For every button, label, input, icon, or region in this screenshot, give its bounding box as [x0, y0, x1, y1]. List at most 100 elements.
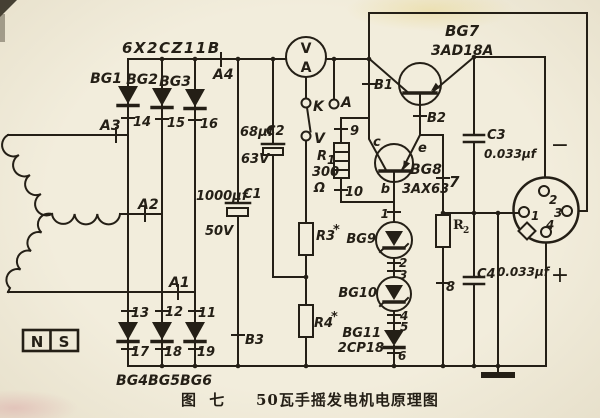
terminal-2-label: 2 [399, 256, 407, 270]
caption-figure-number: 图 七 [181, 391, 228, 409]
c2-name-label: C2 [266, 124, 285, 139]
contact-v [300, 130, 312, 142]
r1-lead-wires [340, 117, 395, 203]
meter-amp-label: A [301, 60, 312, 76]
bg8-pin-e-label: e [418, 141, 427, 156]
contact-a-label: A [340, 95, 352, 111]
magnet-s-label: S [59, 333, 70, 351]
r1-unit-label: Ω [313, 181, 325, 196]
c2-branch-wire [272, 58, 307, 278]
diode-bg3 [185, 89, 205, 107]
terminal-13-label: 13 [131, 306, 149, 321]
r1-name-label: R [317, 149, 327, 164]
c4-value-label: 0.033μf [497, 265, 551, 279]
c3-value-label: 0.033μf [484, 147, 538, 161]
emitter-to-r2-wire [419, 134, 444, 216]
terminal-1-label: 1 [381, 207, 389, 221]
r1-value-label: 300 [312, 165, 339, 180]
diode-bg5 [152, 322, 172, 340]
bg7-type-label: 3AD18A [431, 43, 494, 59]
terminal-11-label: 11 [198, 306, 216, 321]
c1-name-label: C1 [243, 187, 262, 202]
bg1-label: BG1 [90, 71, 122, 87]
zener-bg10-triangle [385, 285, 403, 300]
terminal-10-label: 10 [345, 185, 363, 200]
contact-k-label: K [313, 99, 325, 115]
c4-name-label: C4 [477, 267, 496, 282]
bg8-type-label: 3AX63 [402, 182, 449, 197]
capacitors [224, 133, 486, 286]
tap-a2-label: A2 [137, 197, 159, 213]
cap-c3-plates [462, 133, 486, 144]
stator-coil-1 [1, 133, 54, 217]
bg8-emitter-arrow [403, 160, 411, 170]
bg7-name-label: BG7 [445, 22, 480, 40]
scan-corner-artifact [0, 0, 17, 17]
polarity-plus-label: + [551, 263, 569, 288]
terminal-18-label: 18 [164, 345, 182, 360]
diode-bg1 [118, 86, 138, 104]
c1-voltage-label: 50V [205, 224, 234, 239]
c3-name-label: C3 [487, 128, 506, 143]
terminal-15-label: 15 [167, 116, 185, 131]
tap-a3-label: A3 [99, 118, 121, 134]
diode-bg11-triangle [384, 330, 404, 346]
bg8-pin-b-label: b [381, 182, 390, 197]
resistors [298, 142, 451, 338]
ticks-b3-b1-b2 [231, 83, 427, 336]
connector-pin3-label: 3 [554, 206, 562, 220]
contact-a [328, 98, 340, 110]
selector-lever [305, 106, 312, 133]
bg7-collector-lead [367, 57, 410, 94]
ticks-14-15-16 [121, 117, 202, 121]
tap-a1-label: A1 [168, 275, 190, 291]
connector-pin4-label: 4 [545, 218, 554, 232]
meter-volt-label: V [301, 41, 312, 57]
ground-icon [481, 372, 515, 378]
bus-b3-label: B3 [245, 333, 264, 348]
scan-edge-smudge [0, 14, 5, 42]
labels: 6X2CZ11B BG1 BG2 BG3 14 15 16 A4 A3 A2 A… [31, 22, 570, 409]
diode-bank-type-label: 6X2CZ11B [122, 39, 221, 57]
contact-k [300, 97, 312, 109]
bus-b1-label: B1 [374, 78, 393, 93]
connector-keyway [517, 221, 537, 241]
connector-pin2-label: 2 [549, 193, 557, 207]
bg2-label: BG2 [126, 72, 158, 88]
zener-bg10-tails [378, 296, 410, 308]
r2-name-label: R [453, 218, 464, 233]
volt-amp-meter-body [285, 36, 327, 78]
terminal-ticks [115, 52, 450, 354]
junction-dots [159, 54, 501, 369]
terminal-8-label: 8 [446, 280, 455, 295]
r4-star-label: * [331, 310, 338, 325]
ticks-9-10 [334, 128, 348, 191]
stator-coil-2 [50, 212, 122, 226]
resistor-r4-body [298, 304, 314, 338]
bg3-label: BG3 [159, 74, 191, 90]
terminal-3-label: 3 [399, 268, 407, 282]
zener-bg9-triangle [385, 231, 403, 246]
bg11-type-label: 2CP18 [338, 341, 384, 356]
r3-star-label: * [333, 223, 340, 238]
connector-pin2-hole [538, 185, 550, 197]
ticks-7-8 [436, 177, 450, 284]
terminal-5-label: 5 [400, 320, 408, 334]
component-leads [305, 55, 520, 367]
zener-bg9-tails [378, 242, 410, 254]
diode-bg4 [118, 322, 138, 340]
c2-value-label: 68μf [240, 125, 276, 140]
rectifier-diodes [116, 86, 207, 344]
c2-voltage-label: 63V [241, 152, 270, 167]
r4-name-label: R4 [314, 316, 333, 331]
connector-pins [517, 185, 573, 241]
terminal-4-label: 4 [399, 309, 408, 323]
connector-pin4-hole [540, 226, 552, 238]
resistor-r2-body [435, 214, 451, 248]
diode-bg6 [185, 322, 205, 340]
terminal-7-label: 7 [449, 173, 460, 191]
connector-pin3-hole [561, 205, 573, 217]
bg10-name-label: BG10 [338, 286, 377, 301]
